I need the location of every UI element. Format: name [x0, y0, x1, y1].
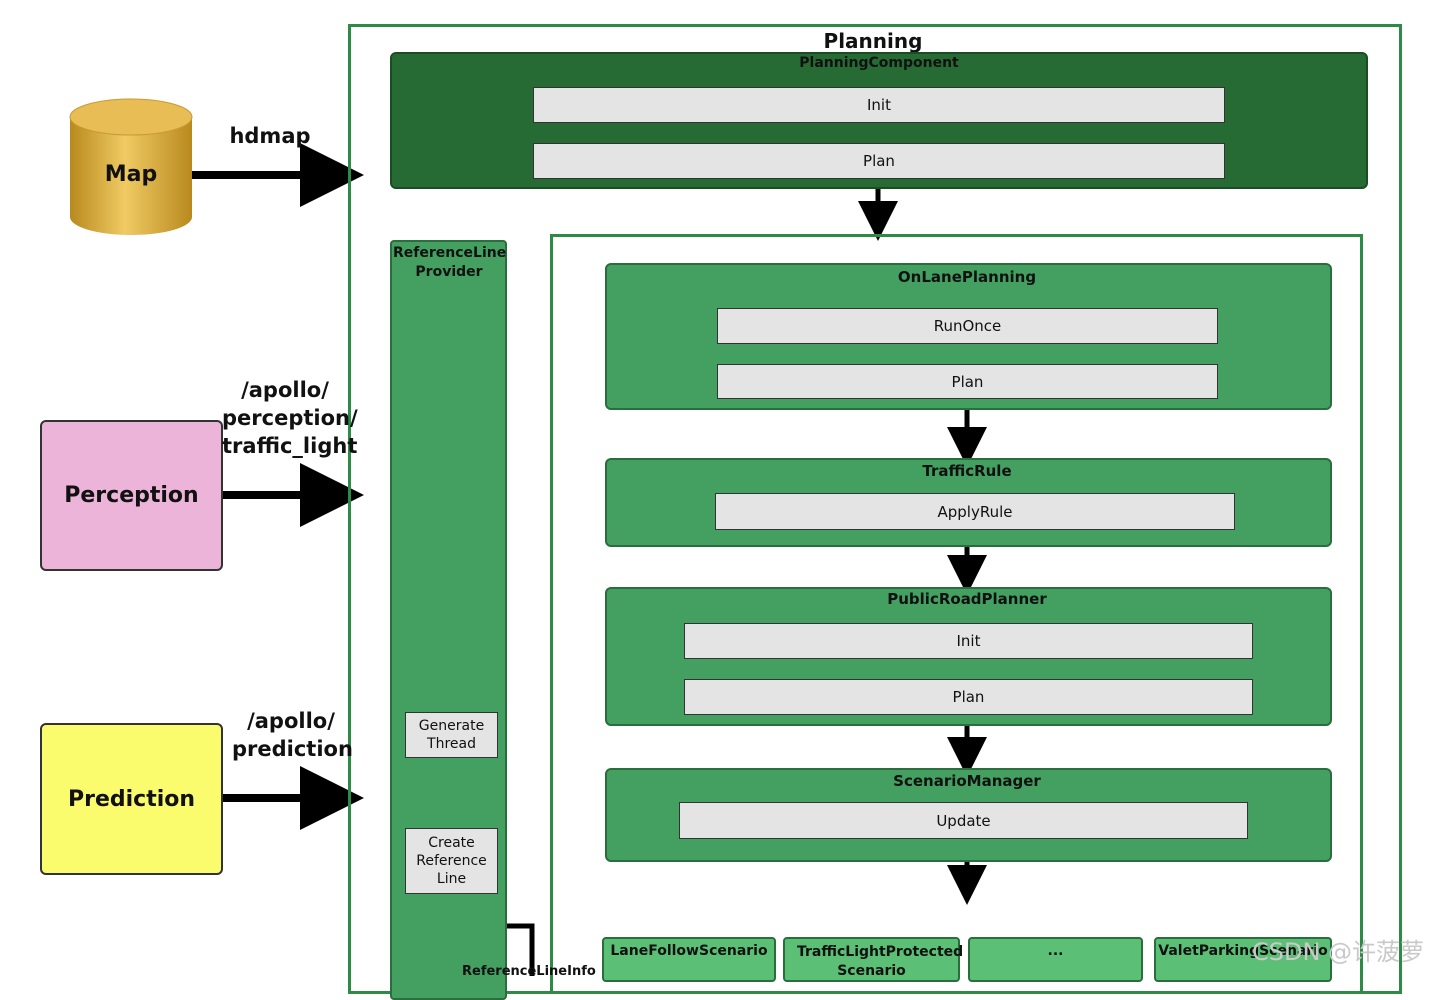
- prediction-channel-label: /apollo/ prediction: [232, 709, 353, 761]
- scenario-valet-parking: ValetParkingScenario: [1154, 937, 1332, 982]
- scenario-ellipsis: ...: [968, 937, 1143, 982]
- public-road-planner-title: PublicRoadPlanner: [887, 590, 1047, 608]
- public-road-planner-init: Init: [684, 623, 1253, 659]
- create-reference-line-box: Create Reference Line: [405, 828, 498, 894]
- public-road-planner-plan: Plan: [684, 679, 1253, 715]
- on-lane-planning-plan: Plan: [717, 364, 1218, 399]
- map-label: Map: [104, 162, 158, 187]
- traffic-rule-title: TrafficRule: [922, 462, 1012, 480]
- prediction-box: Prediction: [40, 723, 223, 875]
- generate-thread-box: Generate Thread: [405, 712, 498, 758]
- watermark: CSDN @许菠萝: [1252, 938, 1425, 966]
- planning-component-title: PlanningComponent: [799, 55, 959, 71]
- reference-line-info-label: ReferenceLineInfo: [462, 964, 596, 979]
- scenario-manager-update: Update: [679, 802, 1248, 839]
- perception-channel-label: /apollo/ perception/ traffic_light: [222, 378, 358, 458]
- planning-title: Planning: [823, 29, 923, 53]
- planning-component-plan: Plan: [533, 143, 1225, 179]
- on-lane-planning-runonce: RunOnce: [717, 308, 1218, 344]
- traffic-rule-applyrule: ApplyRule: [715, 493, 1235, 530]
- scenario-manager-title: ScenarioManager: [893, 772, 1041, 790]
- on-lane-planning-title: OnLanePlanning: [897, 268, 1037, 286]
- planning-component-init: Init: [533, 87, 1225, 123]
- scenario-lane-follow: LaneFollowScenario: [602, 937, 776, 982]
- map-channel-label: hdmap: [229, 124, 311, 148]
- perception-box: Perception: [40, 420, 223, 571]
- reference-line-provider-title: ReferenceLine Provider: [393, 245, 507, 280]
- scenario-traffic-light-protected: TrafficLightProtected Scenario: [783, 937, 963, 982]
